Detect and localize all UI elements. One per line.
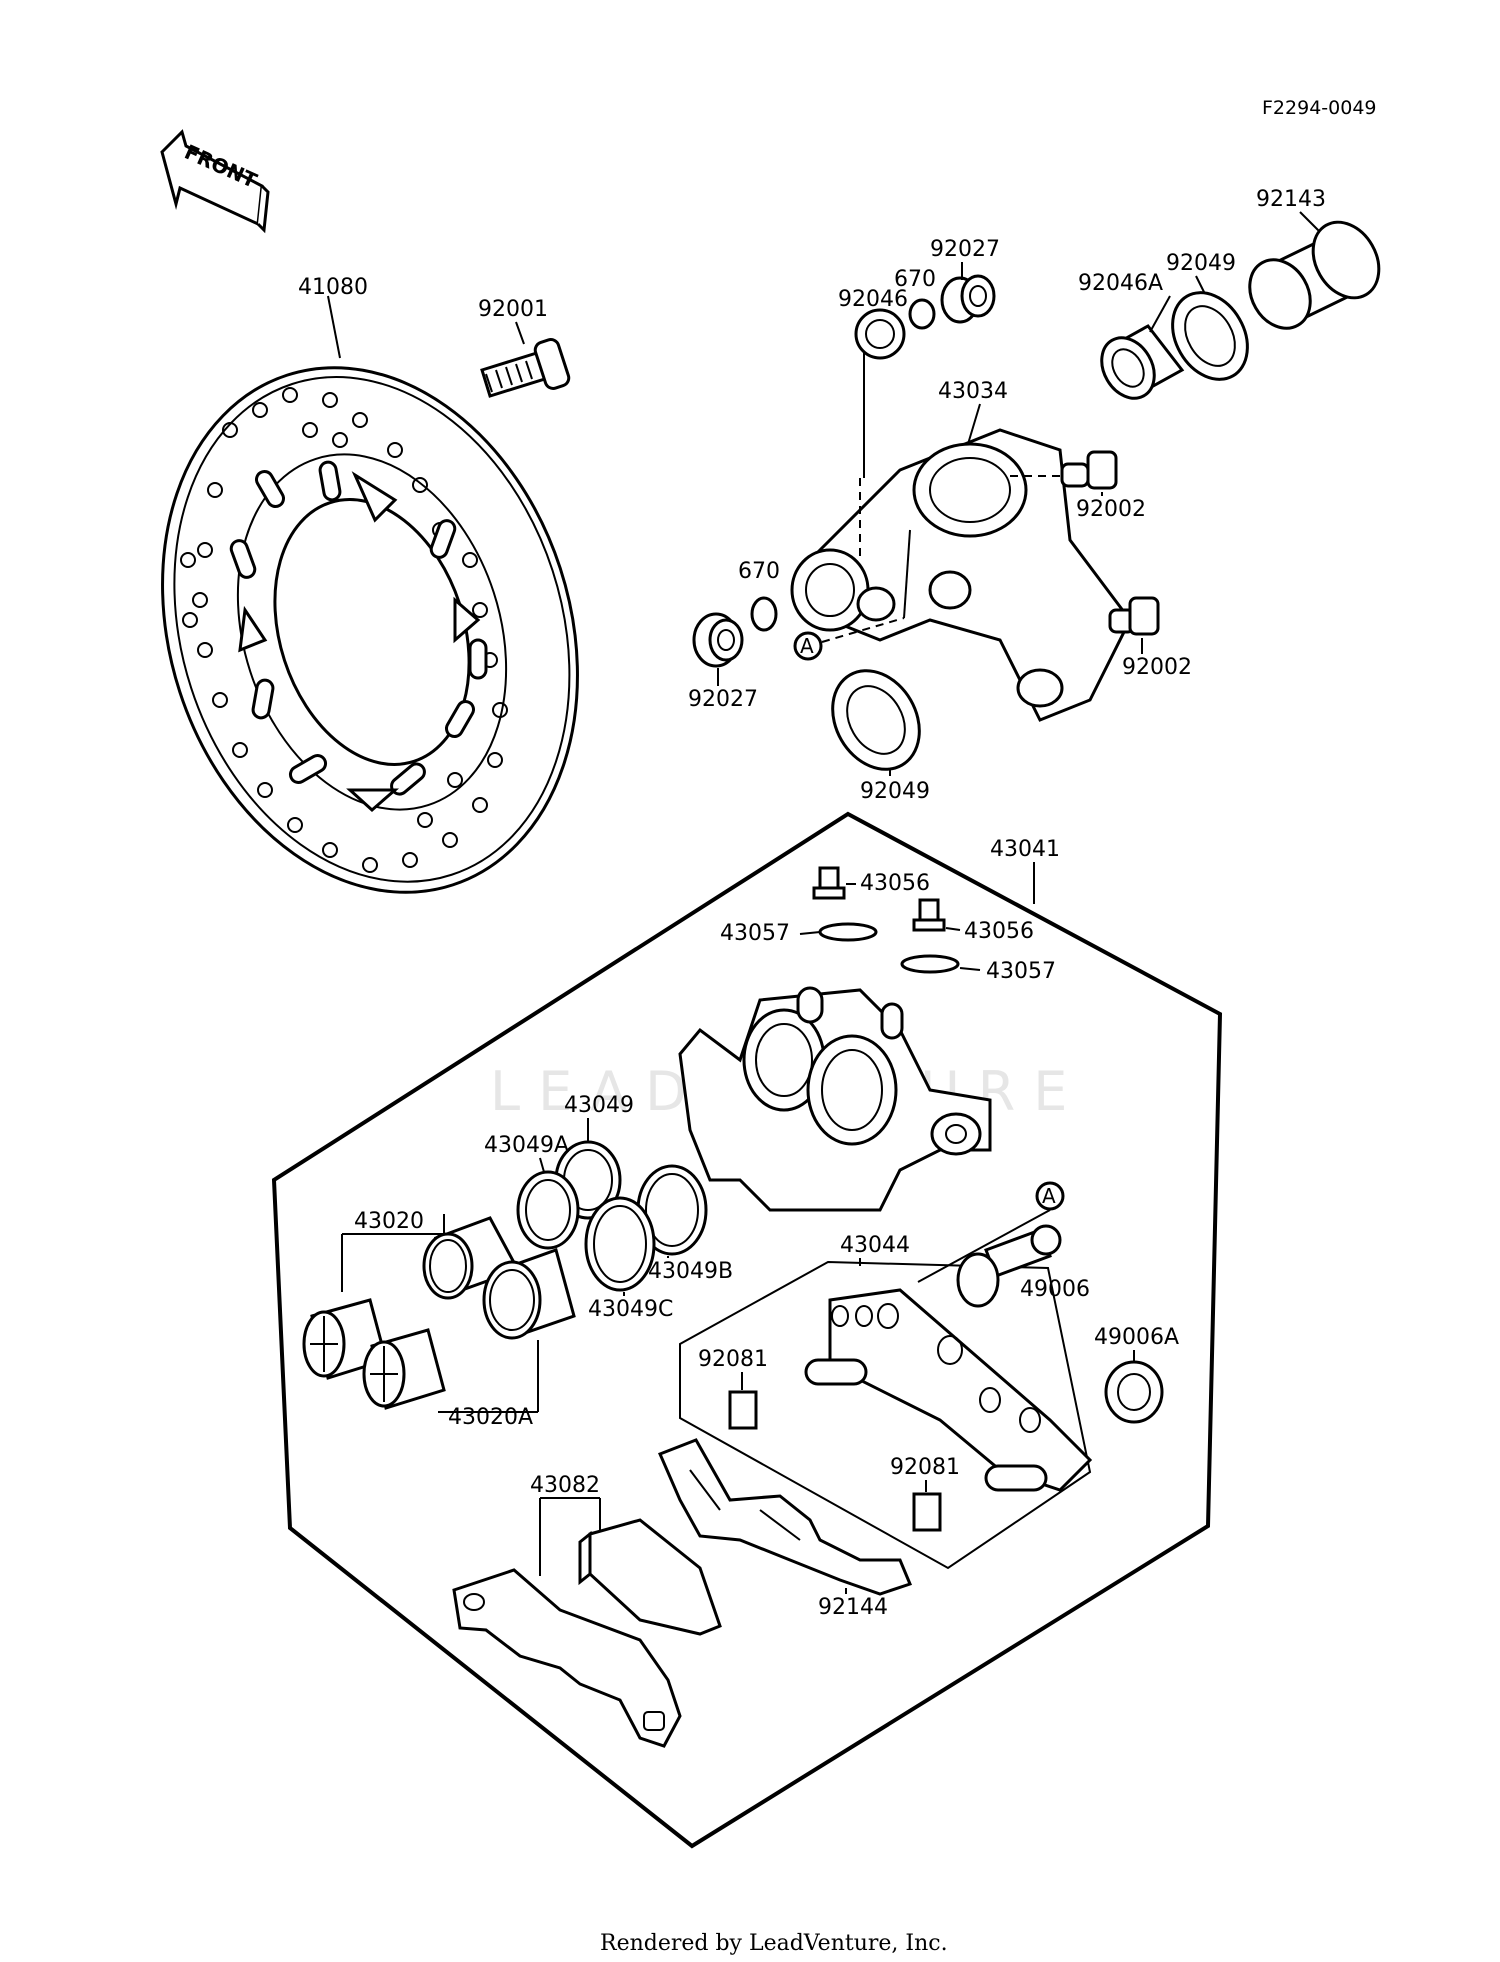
boot-49006A	[1104, 1360, 1164, 1424]
label-92144: 92144	[818, 1595, 888, 1620]
brake-pad-43082	[452, 1518, 722, 1748]
sleeve-92143	[1248, 220, 1381, 330]
label-43057-a: 43057	[720, 921, 790, 946]
label-670-top: 670	[894, 267, 936, 292]
svg-text:A: A	[1042, 1184, 1056, 1208]
diagram-code: F2294-0049	[1262, 97, 1377, 119]
label-92081-a: 92081	[698, 1347, 768, 1372]
cap-43057-a	[818, 922, 878, 942]
clip-92081-b	[912, 1492, 942, 1532]
label-92027-bottom: 92027	[688, 687, 758, 712]
label-92001: 92001	[478, 297, 548, 322]
label-92049-bottom: 92049	[860, 779, 930, 804]
caliper-assembly-outline	[271, 811, 1223, 1849]
brake-disc	[161, 366, 579, 894]
label-43049B: 43049B	[648, 1259, 733, 1284]
ref-marker-a-upper: A	[793, 631, 823, 661]
label-43034: 43034	[938, 379, 1008, 404]
bearing-92046	[854, 308, 906, 360]
label-49006A: 49006A	[1094, 1325, 1179, 1350]
label-92046A: 92046A	[1078, 271, 1163, 296]
cap-43057-b	[900, 954, 960, 974]
slide-pin-49006	[956, 1224, 1062, 1308]
seal-43049C	[584, 1196, 656, 1292]
collar-92027-top	[940, 274, 996, 324]
caliper-body	[678, 986, 992, 1212]
bracket-43044-outline	[679, 1260, 1092, 1570]
seal-92049-bottom	[831, 669, 921, 771]
label-92143: 92143	[1256, 187, 1326, 212]
label-43057-b: 43057	[986, 959, 1056, 984]
bolt-92001	[480, 338, 571, 398]
bearing-92046A	[1100, 324, 1185, 400]
front-arrow-icon: FRONT	[160, 129, 270, 234]
label-43020: 43020	[354, 1209, 424, 1234]
piston-43020	[422, 1216, 521, 1300]
bolt-92002-bottom	[1108, 596, 1160, 636]
label-41080: 41080	[298, 275, 368, 300]
collar-92027-bottom	[692, 612, 744, 668]
piston-insulator-43020A	[302, 1298, 446, 1410]
label-43020A: 43020A	[448, 1405, 533, 1430]
label-43049A: 43049A	[484, 1133, 569, 1158]
label-92002-bottom: 92002	[1122, 655, 1192, 680]
label-43044: 43044	[840, 1233, 910, 1258]
label-43049C: 43049C	[588, 1297, 673, 1322]
bolt-92002-top	[1060, 450, 1118, 490]
ref-marker-a-lower: A	[1035, 1181, 1065, 1211]
oring-670-top	[908, 298, 936, 330]
piston-43020-second	[482, 1248, 576, 1340]
label-43056-a: 43056	[860, 871, 930, 896]
label-43049: 43049	[564, 1093, 634, 1118]
clip-92081-a	[728, 1390, 758, 1430]
oring-670-bottom	[750, 596, 778, 632]
label-43082: 43082	[530, 1473, 600, 1498]
seal-43049A	[516, 1170, 580, 1250]
label-92027-top: 92027	[930, 237, 1000, 262]
label-49006: 49006	[1020, 1277, 1090, 1302]
bleeder-43056-a	[812, 866, 846, 900]
label-92002-top: 92002	[1076, 497, 1146, 522]
label-92081-b: 92081	[890, 1455, 960, 1480]
seal-92049-top	[1171, 291, 1249, 381]
label-92046: 92046	[838, 287, 908, 312]
label-43041: 43041	[990, 837, 1060, 862]
bleeder-43056-b	[912, 898, 946, 932]
caliper-bracket-43044	[804, 1288, 1093, 1492]
label-670-bottom: 670	[738, 559, 780, 584]
svg-text:A: A	[800, 634, 814, 658]
pad-spring-92144	[658, 1438, 913, 1596]
caliper-bracket	[790, 428, 1132, 722]
footer-credit: Rendered by LeadVenture, Inc.	[600, 1931, 948, 1956]
label-92049-top: 92049	[1166, 251, 1236, 276]
label-43056-b: 43056	[964, 919, 1034, 944]
